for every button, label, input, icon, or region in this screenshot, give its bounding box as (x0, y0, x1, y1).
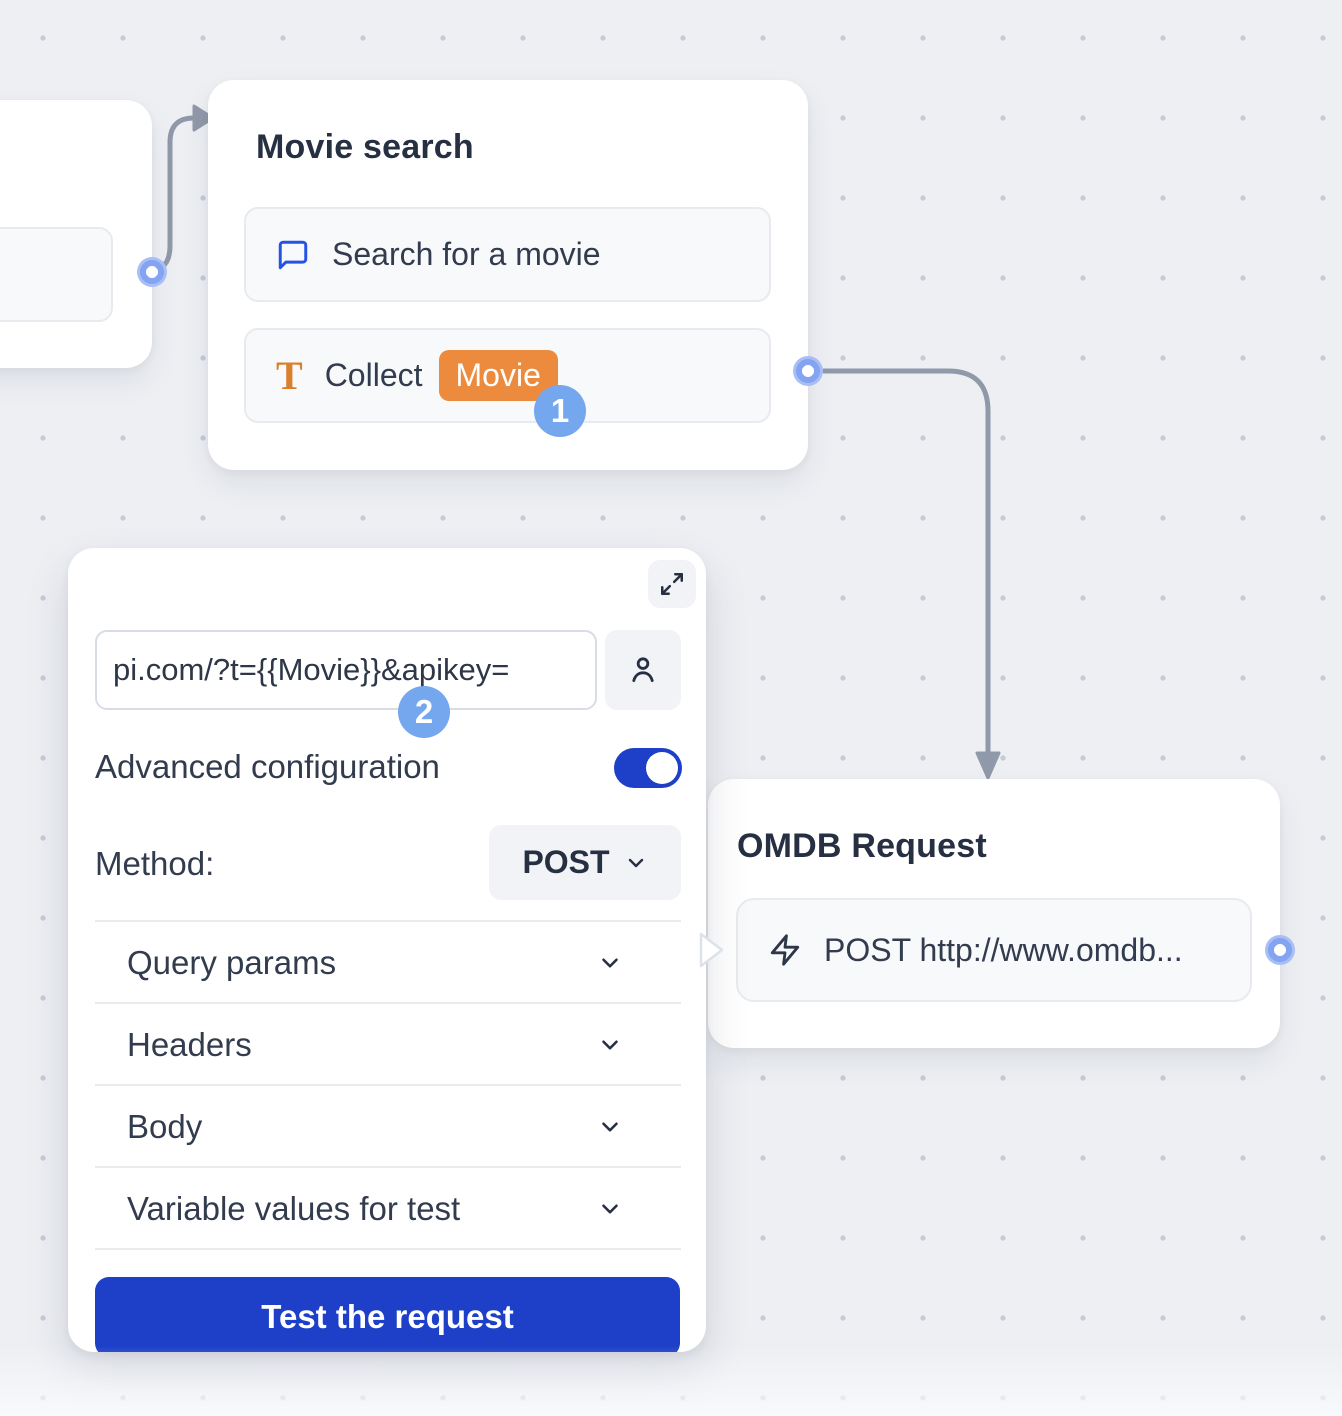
divider (95, 1002, 681, 1004)
block-label: Search for a movie (332, 236, 601, 272)
output-port-omdb[interactable] (1265, 935, 1295, 965)
section-variable-values[interactable]: Variable values for test (95, 1168, 681, 1250)
node-partial-left[interactable] (0, 100, 152, 368)
divider (95, 920, 681, 922)
block-search-for-movie[interactable]: Search for a movie (244, 207, 771, 302)
section-query-params[interactable]: Query params (95, 922, 681, 1004)
block-label: Collect Movie (325, 350, 558, 401)
test-request-button[interactable]: Test the request (95, 1277, 680, 1352)
output-port-left-node[interactable] (137, 257, 167, 287)
method-value: POST (522, 844, 610, 880)
zap-icon (768, 933, 802, 967)
method-label: Method: (95, 845, 215, 882)
section-label: Body (127, 1108, 203, 1145)
output-port-movie-search[interactable] (793, 356, 823, 386)
advanced-configuration-label: Advanced configuration (95, 748, 440, 785)
chevron-down-icon (624, 851, 648, 875)
chevron-down-icon (597, 950, 681, 976)
node-omdb-request[interactable]: OMDB Request POST http://www.omdb... (708, 779, 1280, 1048)
section-label: Query params (127, 944, 337, 981)
chat-bubble-icon (276, 238, 310, 272)
section-label: Variable values for test (127, 1190, 461, 1227)
url-input[interactable] (95, 630, 597, 710)
block-label: POST http://www.omdb... (824, 931, 1183, 968)
text-input-icon: T (276, 352, 303, 398)
section-body[interactable]: Body (95, 1086, 681, 1168)
section-label: Headers (127, 1026, 252, 1063)
method-dropdown[interactable]: POST (489, 825, 681, 900)
block-collect-movie[interactable]: T Collect Movie (244, 328, 771, 423)
divider (95, 1084, 681, 1086)
variable-user-button[interactable] (605, 630, 681, 710)
node-title: OMDB Request (737, 827, 987, 865)
section-headers[interactable]: Headers (95, 1004, 681, 1086)
chevron-down-icon (597, 1114, 681, 1140)
divider (95, 1166, 681, 1168)
toggle-knob (646, 752, 678, 784)
node-movie-search[interactable]: Movie search Search for a movie T Collec… (208, 80, 808, 470)
block-partial[interactable] (0, 227, 113, 322)
expand-button[interactable] (648, 560, 696, 608)
chevron-down-icon (597, 1196, 681, 1222)
step-badge-1: 1 (534, 385, 586, 437)
variable-chip-movie[interactable]: Movie (438, 350, 558, 401)
chevron-down-icon (597, 1032, 681, 1058)
expand-icon (659, 571, 685, 597)
divider (95, 1248, 681, 1250)
person-icon (626, 653, 660, 687)
step-badge-2: 2 (398, 686, 450, 738)
advanced-configuration-toggle[interactable] (614, 748, 682, 788)
request-config-panel[interactable]: Advanced configuration Method: POST Quer… (68, 548, 706, 1352)
block-omdb-post[interactable]: POST http://www.omdb... (736, 898, 1252, 1002)
node-title: Movie search (256, 128, 474, 166)
